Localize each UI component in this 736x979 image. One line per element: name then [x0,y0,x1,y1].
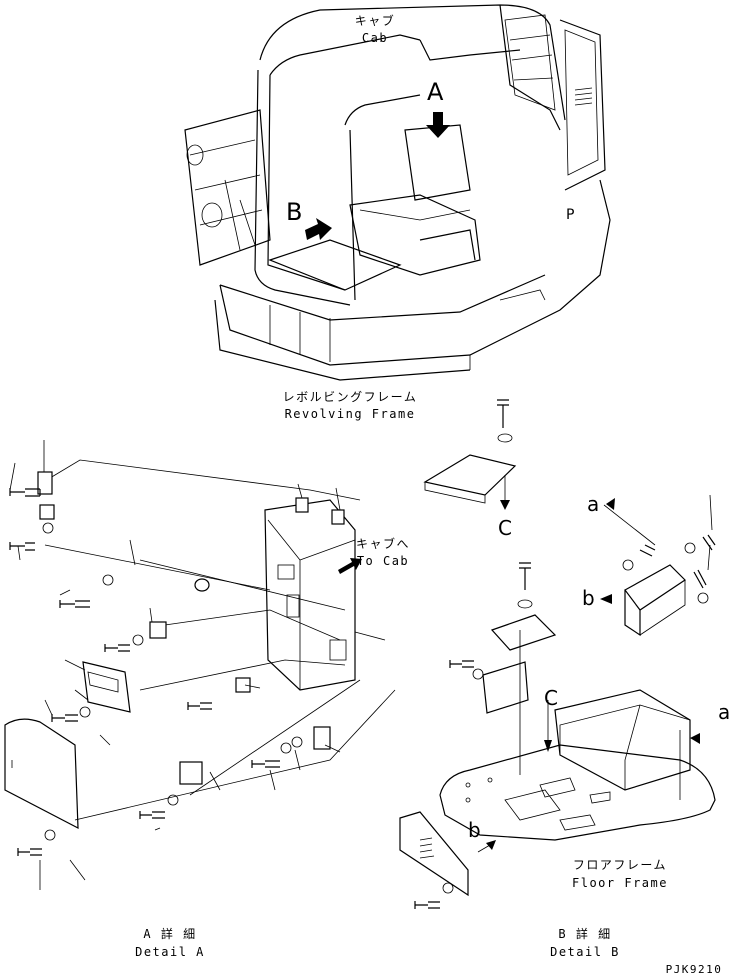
cab-label-en: Cab [361,31,389,45]
floor-frame-label-jp: フロアフレーム [572,858,668,872]
detail-b-drawing [399,399,716,909]
to-cab-label-en: To Cab [356,554,410,568]
detail-a-drawing [4,440,396,890]
detail-a-label-jp: A 詳 細 [143,927,197,941]
a-marker-lower: a [718,700,731,724]
detail-b-label-en: Detail B [550,945,620,959]
p-marker: P [566,207,575,223]
view-marker-a: A [427,78,444,106]
detail-a-label-en: Detail A [135,945,205,959]
revolving-frame-label-en: Revolving Frame [284,407,416,421]
floor-frame-label-en: Floor Frame [572,876,668,890]
b-marker-lower: b [468,818,481,842]
view-marker-b: B [286,198,303,226]
c-marker-lower: C [544,686,558,710]
drawing-code: PJK9210 [665,963,723,976]
b-marker-left: b [582,586,595,610]
revolving-frame-label-jp: レボルビングフレーム [282,390,418,404]
cab-assembly-drawing [184,4,611,381]
detail-b-label-jp: B 詳 細 [558,927,612,941]
a-marker-upper: a [587,492,600,516]
c-arrow-label: C [498,516,512,540]
cab-label-jp: キャブ [354,14,396,28]
to-cab-label-jp: キャブへ [355,537,410,551]
